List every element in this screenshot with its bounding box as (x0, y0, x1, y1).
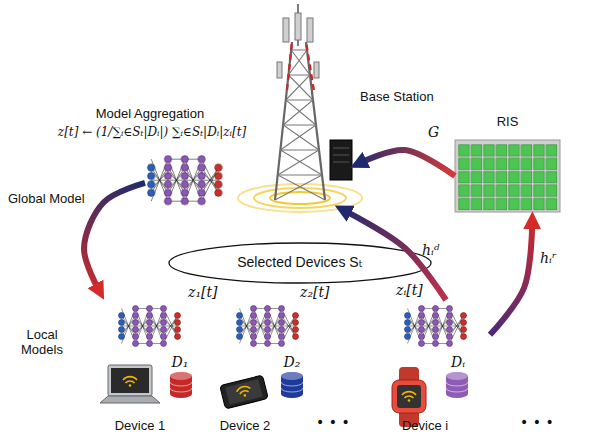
channel-arrow (490, 224, 532, 335)
selection-ellipse: Selected Devices Sₜ (168, 242, 432, 284)
laptop-icon (108, 365, 152, 396)
channel-arrow (346, 211, 446, 300)
node-label: Base Station (360, 90, 480, 105)
tower-icon (275, 50, 325, 200)
phone-icon (225, 379, 262, 405)
radio-waves (238, 184, 362, 212)
device-node: Device i Dᵢ (380, 300, 490, 439)
watch-icon (392, 380, 426, 413)
ris-node: RIS (455, 140, 560, 212)
group-label: Local Models (10, 328, 74, 358)
channel-arrow (84, 183, 145, 289)
edge-label: hᵢʳ (540, 250, 570, 266)
base-station: Base Station (255, 8, 350, 205)
tower-icon (295, 13, 301, 40)
tower-icon (333, 148, 349, 162)
phone-icon (220, 375, 268, 409)
device-node: Device 2D₂ (210, 300, 310, 439)
laptop-icon (100, 396, 160, 403)
tower-icon (307, 18, 313, 42)
ellipsis-mark: • • • (520, 414, 570, 430)
device-label: Device 1 (95, 419, 185, 434)
tower-icon (314, 62, 319, 78)
laptop-icon (111, 368, 149, 393)
local-update-label: z₂[t] (300, 284, 340, 300)
ris-panel (458, 144, 558, 211)
phone-icon (236, 385, 252, 398)
radio-waves (238, 184, 362, 212)
dataset-cylinder (170, 372, 192, 398)
device-label: Device i (380, 419, 470, 434)
laptop-icon (100, 365, 160, 403)
tower-icon (278, 50, 322, 175)
device-node: Device 1D₁ (100, 300, 200, 439)
global-model-icon (147, 155, 223, 205)
local-model-icon (404, 305, 467, 347)
edge-label: hᵢᵈ (422, 242, 452, 258)
dataset-cylinder (281, 372, 303, 398)
watch-icon (402, 392, 416, 402)
dataset-cylinder (446, 372, 468, 398)
local-update-label: zᵢ[t] (396, 282, 436, 298)
edge-label: Global Model (8, 192, 103, 207)
edge-label: G (428, 124, 448, 140)
tower-icon (277, 62, 282, 78)
local-model-icon (118, 305, 181, 347)
tower-icon (275, 42, 325, 200)
node-label: RIS (455, 115, 560, 130)
ris-panel (455, 140, 560, 212)
laptop-icon (123, 377, 137, 387)
node-label: Selected Devices Sₜ (168, 254, 432, 270)
ellipsis-mark: • • • (316, 414, 366, 430)
tower-icon (287, 42, 314, 90)
tower-icon (283, 18, 289, 42)
ellipse-outline (169, 243, 431, 283)
radio-waves (254, 188, 346, 208)
dataset-label: D₂ (280, 354, 304, 370)
aggregation-formula: z[t] ← (1/∑ᵢ∈Sₜ|Dᵢ|) ∑ᵢ∈Sₜ|Dᵢ|zᵢ[t] (12, 126, 292, 140)
ris-panel (455, 140, 560, 212)
dataset-label: D₁ (168, 354, 192, 370)
dataset-label: Dᵢ (446, 354, 470, 370)
phone-icon (220, 375, 268, 409)
watch-icon (392, 367, 426, 427)
node-heading: Model Aggregation (50, 107, 250, 122)
aggregation-node: Model Aggregationz[t] ← (1/∑ᵢ∈Sₜ|Dᵢ|) ∑ᵢ… (145, 152, 223, 208)
local-update-label: z₁[t] (188, 284, 228, 300)
local-model-icon (236, 305, 299, 347)
tower-icon (275, 4, 352, 200)
tower-icon (330, 140, 352, 180)
channel-arrow (362, 150, 455, 176)
watch-icon (397, 385, 421, 408)
device-label: Device 2 (200, 419, 290, 434)
